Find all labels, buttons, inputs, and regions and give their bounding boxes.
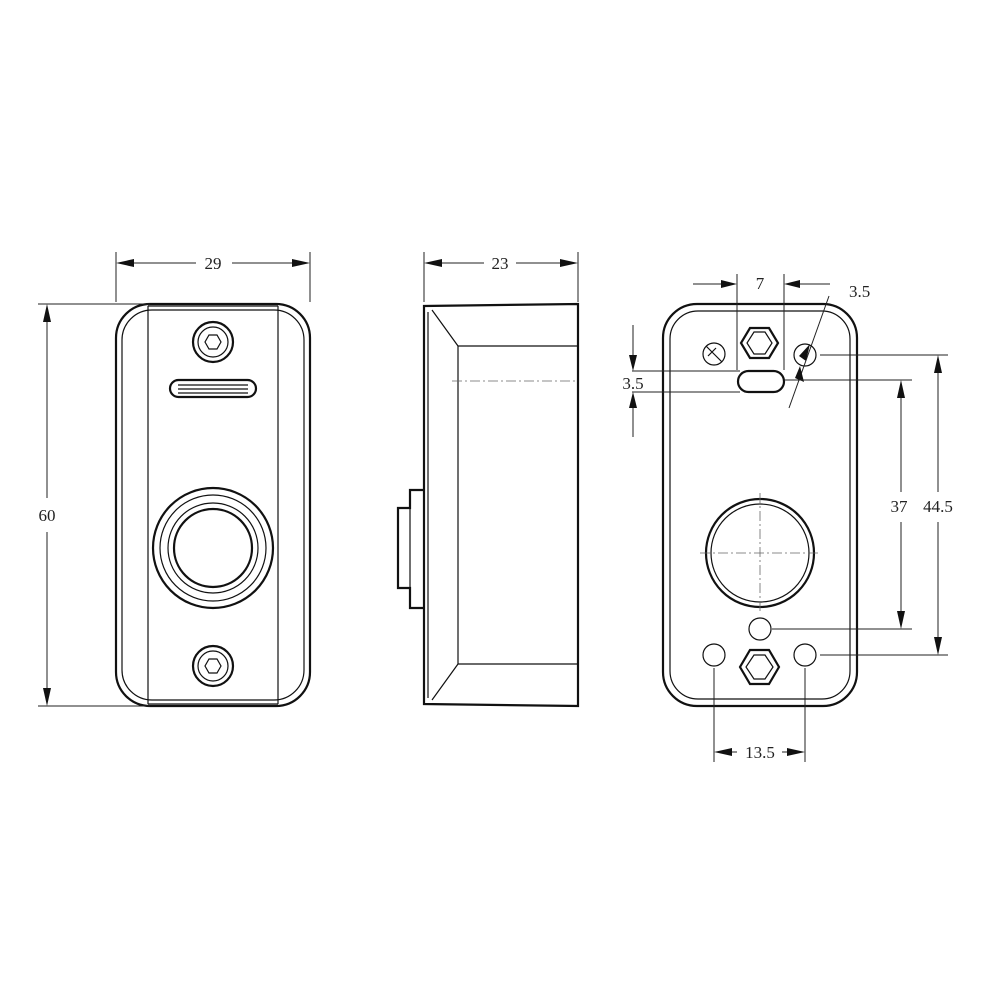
rear-inner-spacing-label: 37 bbox=[891, 497, 909, 516]
side-view: 23 bbox=[396, 252, 580, 708]
rear-outer-spacing-label: 44.5 bbox=[923, 497, 953, 516]
push-button-icon bbox=[151, 486, 275, 610]
front-outer-body bbox=[114, 302, 312, 708]
rear-bottom-left-hole bbox=[702, 643, 726, 667]
rear-view: 7 3.5 3.5 37 bbox=[622, 274, 953, 762]
side-button-protrusion bbox=[396, 488, 424, 610]
rear-hole-diameter-dimension: 3.5 bbox=[788, 282, 870, 409]
rear-lower-hole bbox=[748, 617, 772, 641]
front-led-slot bbox=[168, 378, 258, 399]
front-faceplate-caps bbox=[148, 305, 278, 705]
front-led-slot-lines bbox=[178, 384, 248, 394]
rear-slot-spacing-dimension: 7 bbox=[693, 274, 830, 370]
rear-outer-body bbox=[661, 302, 859, 708]
front-width-label: 29 bbox=[205, 254, 222, 273]
rear-bottom-spacing-label: 13.5 bbox=[745, 743, 775, 762]
side-bottom-chamfer bbox=[431, 663, 578, 701]
rear-hole-diameter-label: 3.5 bbox=[849, 282, 870, 301]
rear-top-mount-hole bbox=[793, 343, 817, 367]
rear-slot-spacing-label: 7 bbox=[756, 274, 765, 293]
front-view: 29 60 bbox=[38, 252, 312, 708]
rear-bottom-spacing-dimension: 13.5 bbox=[713, 668, 806, 762]
rear-bottom-right-hole bbox=[793, 643, 817, 667]
front-height-dimension: 60 bbox=[38, 303, 150, 707]
front-height-label: 60 bbox=[39, 506, 56, 525]
side-depth-dimension: 23 bbox=[423, 252, 579, 302]
side-top-chamfer bbox=[431, 309, 578, 347]
side-depth-label: 23 bbox=[492, 254, 509, 273]
rear-slot-width-dimension: 3.5 bbox=[622, 325, 740, 437]
front-faceplate-edges bbox=[147, 306, 279, 704]
rear-inner-rim bbox=[669, 310, 851, 700]
bottom-screw-icon bbox=[191, 644, 235, 688]
rear-top-nut-icon bbox=[739, 326, 780, 360]
top-screw-icon bbox=[191, 320, 235, 364]
rear-inner-spacing-dimension: 37 bbox=[772, 379, 912, 630]
rear-center-hole bbox=[700, 493, 820, 613]
rear-slot-width-label: 3.5 bbox=[622, 374, 643, 393]
side-outer-body bbox=[422, 302, 580, 708]
front-width-dimension: 29 bbox=[115, 252, 311, 302]
front-inner-bevel bbox=[121, 309, 305, 701]
rear-cable-hole-icon bbox=[702, 342, 726, 366]
rear-bottom-nut-icon bbox=[738, 648, 781, 686]
rear-mount-slot bbox=[736, 369, 786, 394]
rear-outer-spacing-dimension: 44.5 bbox=[820, 354, 953, 656]
